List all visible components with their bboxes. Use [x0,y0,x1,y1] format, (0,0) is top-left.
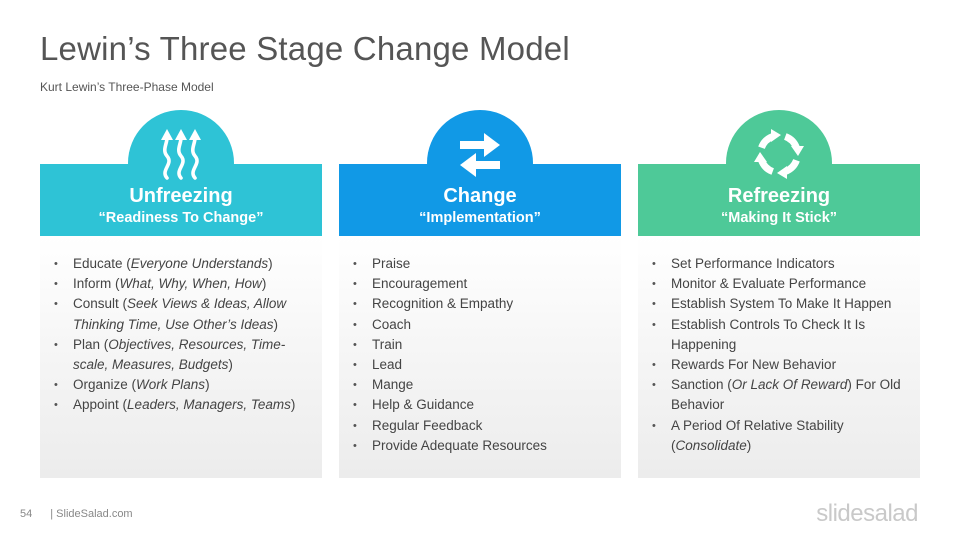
stage-body: Set Performance IndicatorsMonitor & Eval… [638,236,920,478]
stage-change: Change “Implementation” PraiseEncouragem… [339,110,621,478]
list-item: Organize (Work Plans) [54,375,306,395]
footer-site: | SlideSalad.com [50,508,133,520]
stage-header-band [339,164,621,236]
stage-body: PraiseEncouragementRecognition & Empathy… [339,236,621,478]
slide-footer: 54 | SlideSalad.com [20,508,133,520]
swap-arrows-icon [460,133,500,177]
list-item: A Period Of Relative Stability (Consolid… [652,416,904,456]
list-item: Monitor & Evaluate Performance [652,274,904,294]
brand-logo: slidesalad [816,500,918,527]
stage-title: Refreezing [727,185,831,207]
list-item: Establish Controls To Check It Is Happen… [652,315,904,355]
list-item: Set Performance Indicators [652,254,904,274]
list-item: Appoint (Leaders, Managers, Teams) [54,395,306,415]
list-item: Train [353,335,605,355]
list-item: Plan (Objectives, Resources, Time-scale,… [54,335,306,375]
list-item: Educate (Everyone Understands) [54,254,306,274]
slide-subtitle: Kurt Lewin’s Three-Phase Model [40,80,214,94]
slide-title: Lewin’s Three Stage Change Model [40,30,570,67]
stage-title: Unfreezing [129,185,233,207]
heat-waves-icon [161,129,201,180]
list-item: Encouragement [353,274,605,294]
stage-list: Set Performance IndicatorsMonitor & Eval… [638,236,920,456]
stage-list: Educate (Everyone Understands)Inform (Wh… [40,236,322,416]
page-number: 54 [20,508,33,520]
list-item: Lead [353,355,605,375]
stage-unfreezing: Unfreezing “Readiness To Change” Educate… [40,110,322,478]
stage-subtitle: “Implementation” [419,210,541,226]
stage-header-band [638,164,920,236]
list-item: Provide Adequate Resources [353,436,605,456]
list-item: Establish System To Make It Happen [652,294,904,314]
list-item: Sanction (Or Lack Of Reward) For Old Beh… [652,375,904,415]
list-item: Help & Guidance [353,395,605,415]
list-item: Rewards For New Behavior [652,355,904,375]
stage-subtitle: “Making It Stick” [720,210,838,226]
stage-title: Change [443,185,517,207]
list-item: Praise [353,254,605,274]
stage-refreezing: Refreezing “Making It Stick” Set Perform… [638,110,920,478]
list-item: Coach [353,315,605,335]
cycle-arrows-icon [754,129,804,179]
stage-subtitle: “Readiness To Change” [98,210,264,226]
stage-list: PraiseEncouragementRecognition & Empathy… [339,236,621,456]
list-item: Mange [353,375,605,395]
list-item: Recognition & Empathy [353,294,605,314]
list-item: Inform (What, Why, When, How) [54,274,306,294]
stage-body: Educate (Everyone Understands)Inform (Wh… [40,236,322,478]
list-item: Consult (Seek Views & Ideas, Allow Think… [54,294,306,334]
list-item: Regular Feedback [353,416,605,436]
